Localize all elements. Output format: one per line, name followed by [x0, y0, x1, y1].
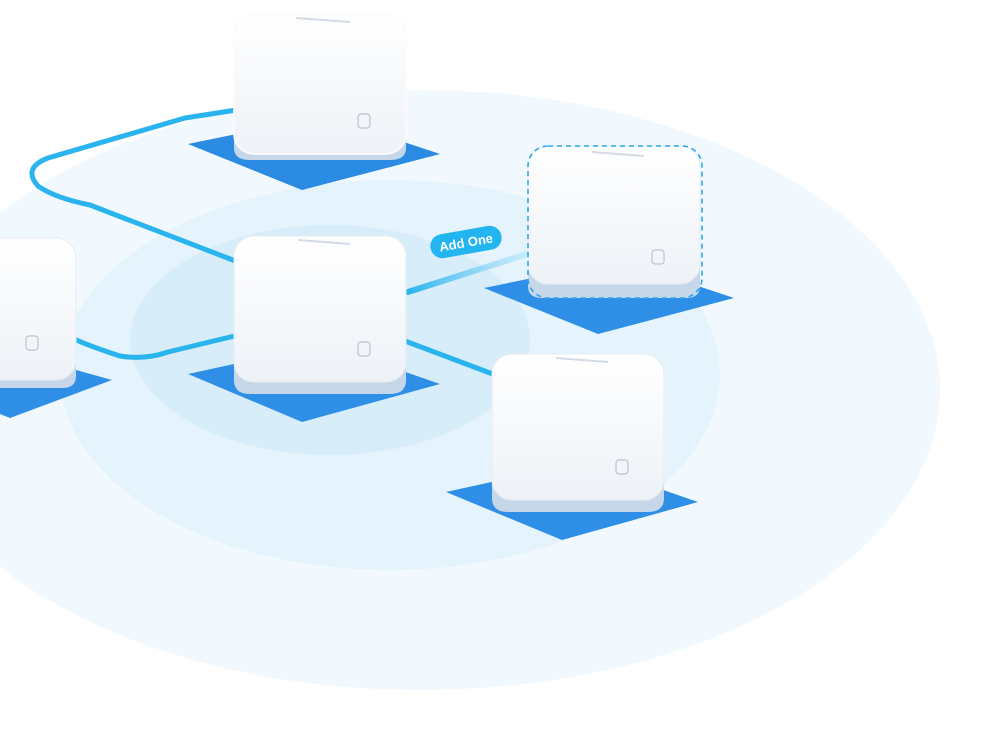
node-logo-mark [357, 113, 371, 129]
node-brand-text [591, 151, 645, 157]
node-cube [233, 235, 407, 383]
mesh-node-top [188, 13, 440, 190]
mesh-node-center [188, 235, 440, 422]
node-cube [233, 13, 407, 155]
mesh-node-left [0, 237, 112, 418]
node-cube-edge [233, 13, 407, 155]
node-logo-mark [357, 341, 371, 357]
mesh-node-bottom-right [446, 353, 698, 540]
dashed-outline [527, 145, 703, 299]
node-cube [527, 145, 701, 285]
node-logo-mark [651, 249, 665, 265]
node-cube [491, 353, 665, 501]
link-top-to-center [29, 103, 265, 265]
node-logo-mark [615, 459, 629, 475]
node-brand-text [297, 239, 351, 245]
coverage-area [0, 90, 940, 690]
mesh-node-new [484, 145, 734, 334]
add-one-badge: Add One [430, 225, 502, 259]
node-brand-text [555, 357, 609, 363]
node-brand-text [295, 17, 351, 23]
node-cube [0, 237, 77, 381]
node-logo-mark [25, 335, 39, 351]
add-one-badge-bg [430, 225, 502, 259]
